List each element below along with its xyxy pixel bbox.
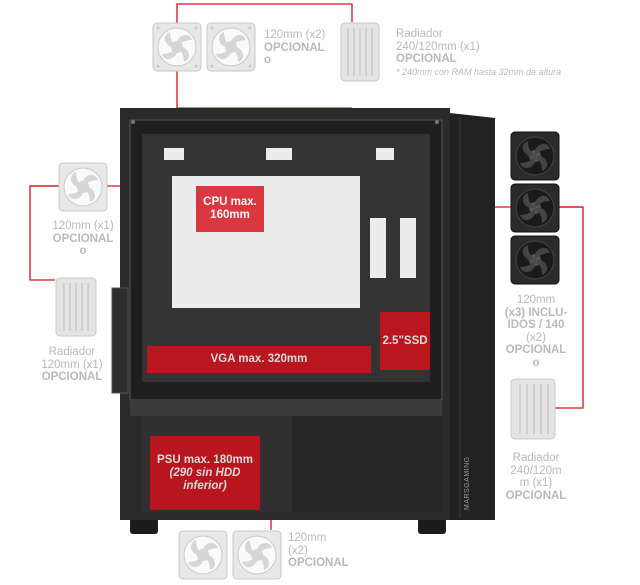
cpu-zone-label-2: 160mm [210,209,250,221]
vga-zone: VGA max. 320mm [147,346,371,373]
psu-zone: PSU max. 180mm (290 sin HDD inferior) [150,436,260,510]
bottom-fan-1-icon [178,530,228,580]
vga-zone-label: VGA max. 320mm [210,353,308,365]
right-fans-label: 120mm (x3) INCLU- IDOS / 140 (x2) OPCION… [504,294,568,369]
right-fan-3-icon [510,235,560,285]
left-fan-label: 120mm (x1) OPCIONAL o [52,220,114,257]
top-radiator-label: Radiador 240/120mm (x1) OPCIONAL * 240mm… [396,28,562,77]
bottom-fan-2-icon [232,530,282,580]
top-fans-label: 120mm (x2) OPCIONAL o [264,29,326,66]
left-radiator-label: Radiador 120mm (x1) OPCIONAL [41,346,103,383]
bottom-fans-label: 120mm (x2) OPCIONAL [288,532,349,569]
right-fan-1-icon [510,131,560,181]
ssd-zone: 2.5"SSD [380,312,430,370]
cpu-zone-label-1: CPU max. [203,196,257,208]
left-radiator-icon [55,277,97,337]
top-fan-2-icon [206,22,256,72]
right-radiator-label: Radiador 240/120m m (x1) OPCIONAL [505,452,567,502]
left-fan-icon [58,162,108,212]
top-radiator-icon [340,22,380,82]
brand-logo: MARSGAMING [464,456,471,510]
ssd-zone-label: 2.5"SSD [382,334,428,347]
psu-zone-label-1: PSU max. 180mm [157,453,253,466]
psu-zone-label-3: inferior) [183,479,227,492]
cpu-cooler-zone: CPU max. 160mm [196,186,264,232]
right-fan-2-icon [510,183,560,233]
right-radiator-icon [510,378,556,440]
top-fan-1-icon [152,22,202,72]
psu-zone-label-2: (290 sin HDD [169,466,241,479]
